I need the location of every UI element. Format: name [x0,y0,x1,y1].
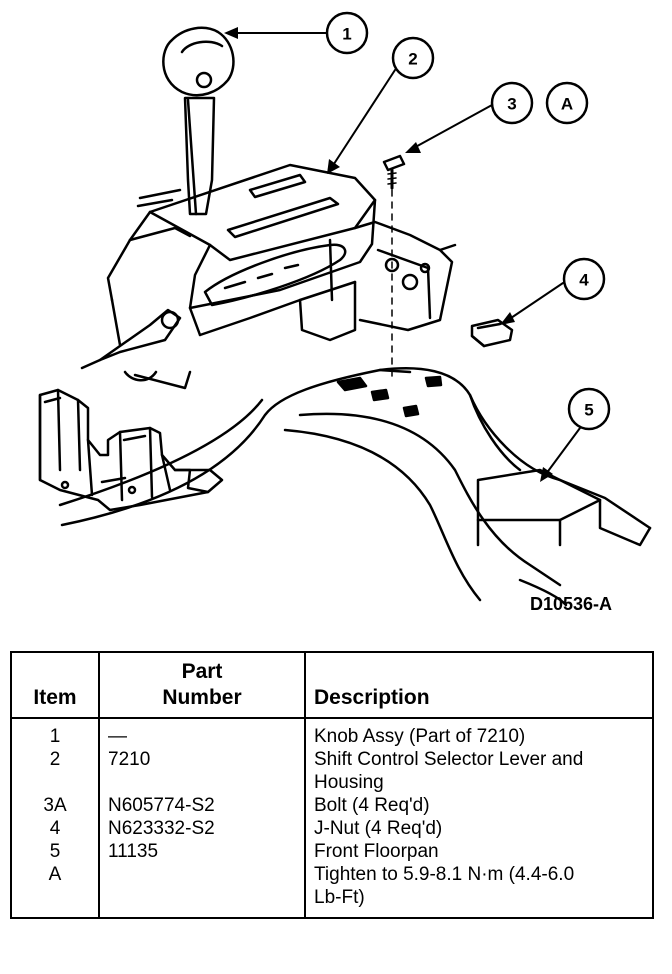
row-description: Bolt (4 Req'd) [304,794,654,817]
front-floorpan [58,367,652,607]
row-description: Shift Control Selector Lever and Housing [304,748,654,794]
row-description: Tighten to 5.9-8.1 N·m (4.4-6.0 Lb-Ft) [304,863,654,918]
callout-2: 2 [408,50,417,69]
header-item: Item [10,652,100,719]
row-part-number [98,863,306,918]
callout-a: A [561,95,573,114]
callout-circles [325,11,611,431]
row-item: 4 [10,817,100,840]
callout-5: 5 [584,401,593,420]
row-description: J-Nut (4 Req'd) [304,817,654,840]
row-part-number: N605774-S2 [98,794,306,817]
callout-3: 3 [507,95,516,114]
row-item: 5 [10,840,100,863]
leader-lines [227,32,581,479]
callout-4: 4 [579,271,589,290]
row-item: 1 [10,718,100,748]
row-item: 2 [10,748,100,794]
row-part-number: 11135 [98,840,306,863]
callout-1: 1 [342,25,351,44]
table-row: 4 N623332-S2 J-Nut (4 Req'd) [10,817,654,840]
front-bracket [38,388,224,512]
shift-cable [80,298,192,390]
table-row: 2 7210 Shift Control Selector Lever and … [10,748,654,794]
row-part-number: — [98,718,306,748]
exploded-assembly-diagram: 1 2 3 A 4 5 D10536-A [38,11,652,614]
header-description: Description [304,652,654,719]
table-row: A Tighten to 5.9-8.1 N·m (4.4-6.0 Lb-Ft) [10,863,654,918]
header-part-line1: Part [181,660,223,683]
arrowheads [224,27,553,482]
row-part-number: N623332-S2 [98,817,306,840]
table-header-row: Item Part Number Description [10,652,654,719]
shifter-housing [106,163,377,342]
j-nut [470,318,514,348]
parts-table: Item Part Number Description 1 — Knob As… [10,651,654,919]
drawing-id: D10536-A [530,594,612,614]
shift-lever-knob [162,26,235,216]
header-part-number: Part Number [98,652,306,719]
table-row: 5 11135 Front Floorpan [10,840,654,863]
row-description: Knob Assy (Part of 7210) [304,718,654,748]
bolt [382,154,406,379]
row-item: A [10,863,100,918]
row-item: 3A [10,794,100,817]
table-row: 1 — Knob Assy (Part of 7210) [10,718,654,748]
row-description: Front Floorpan [304,840,654,863]
header-part-line2: Number [162,686,242,709]
rear-bracket [353,220,457,332]
table-row: 3A N605774-S2 Bolt (4 Req'd) [10,794,654,817]
row-part-number: 7210 [98,748,306,794]
